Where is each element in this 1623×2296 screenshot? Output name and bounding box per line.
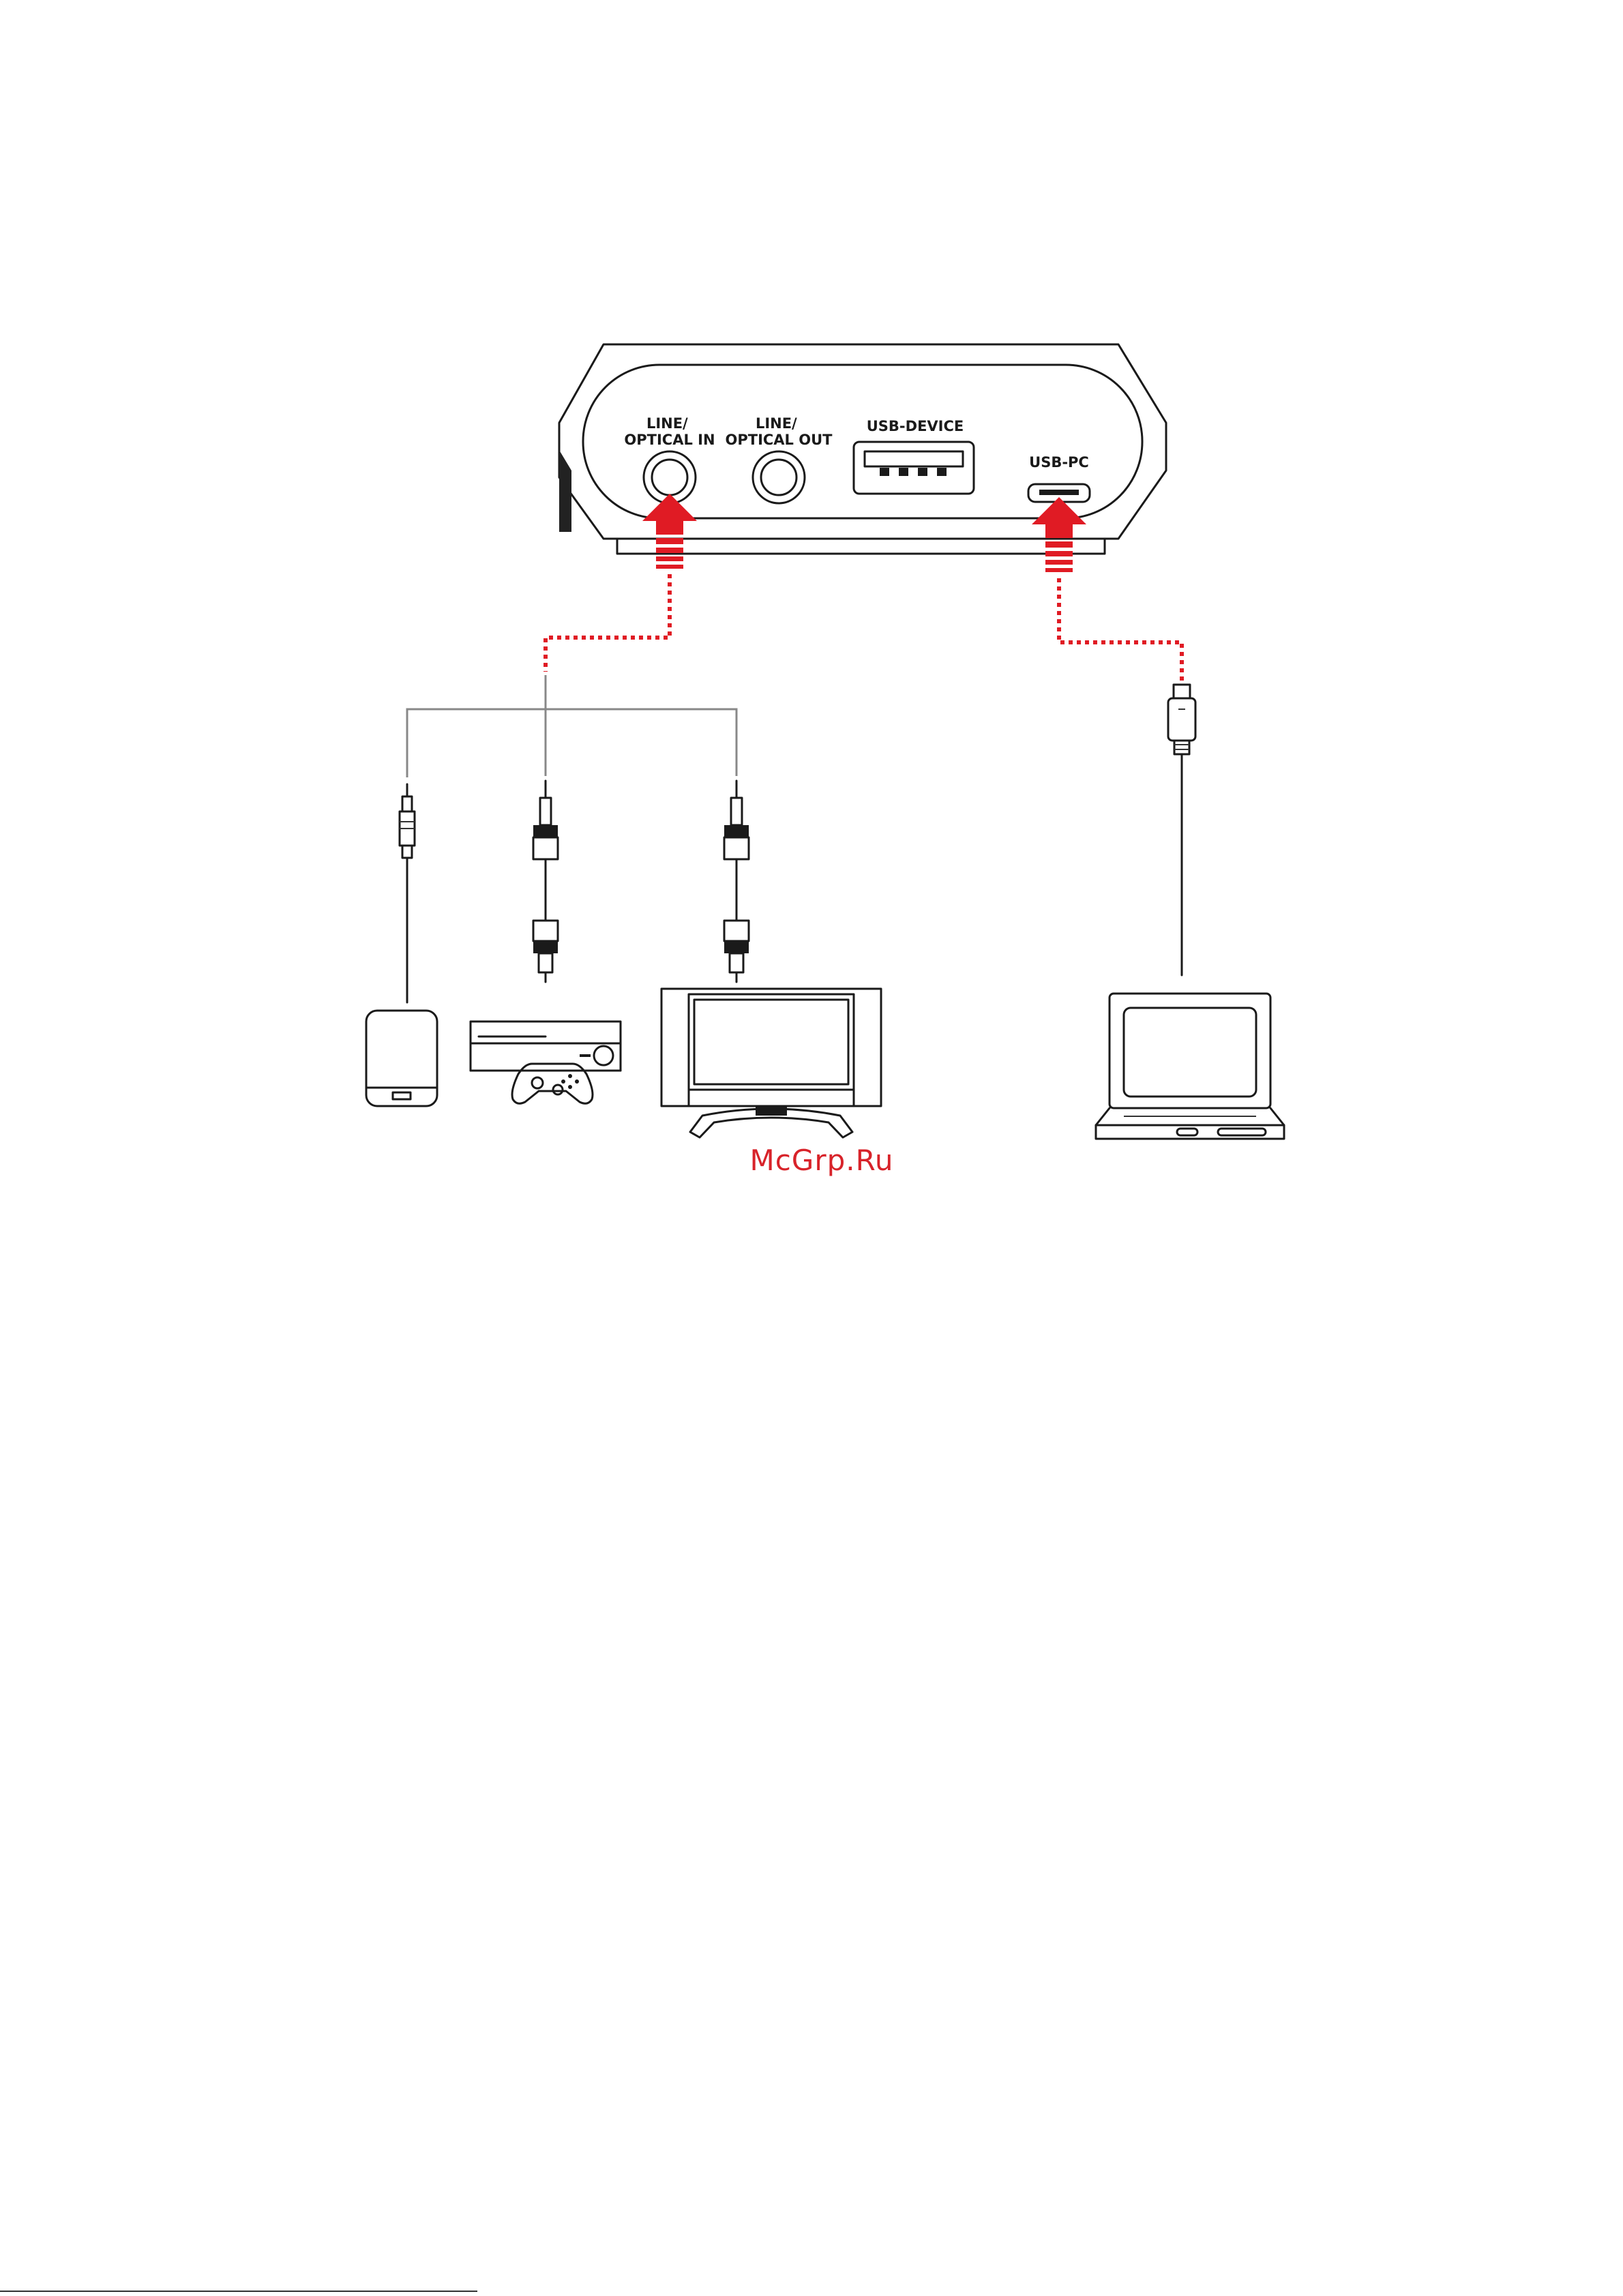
optical-cable-console	[533, 781, 558, 982]
line-optical-out-port[interactable]	[753, 451, 805, 503]
line-optical-in-label-2: OPTICAL IN	[624, 432, 715, 448]
usb-pc-label: USB-PC	[1029, 454, 1089, 471]
usb-cable-laptop	[1168, 685, 1195, 975]
watermark: McGrp.Ru	[749, 1144, 893, 1177]
usb-device-port[interactable]	[854, 442, 974, 494]
phone-icon	[366, 1011, 437, 1106]
optical-cable-tv	[724, 781, 749, 982]
tv-icon	[661, 989, 881, 1137]
arrow-to-line-in	[642, 494, 697, 569]
laptop-icon	[1096, 994, 1284, 1139]
dashed-link-usb-pc	[1059, 578, 1182, 683]
line-optical-in-label: LINE/ OPTICAL IN	[624, 415, 715, 448]
jack-cable-phone	[400, 784, 415, 1002]
line-optical-out-label-1: LINE/	[756, 415, 797, 432]
line-optical-out-label-2: OPTICAL OUT	[726, 432, 833, 448]
line-optical-in-label-1: LINE/	[646, 415, 688, 432]
usb-device-label: USB-DEVICE	[867, 418, 964, 434]
splitter-cable	[407, 675, 736, 777]
line-optical-out-label: LINE/ OPTICAL OUT	[726, 415, 833, 448]
dashed-link-line-in	[546, 574, 670, 672]
arrow-to-usb-pc	[1032, 497, 1086, 572]
